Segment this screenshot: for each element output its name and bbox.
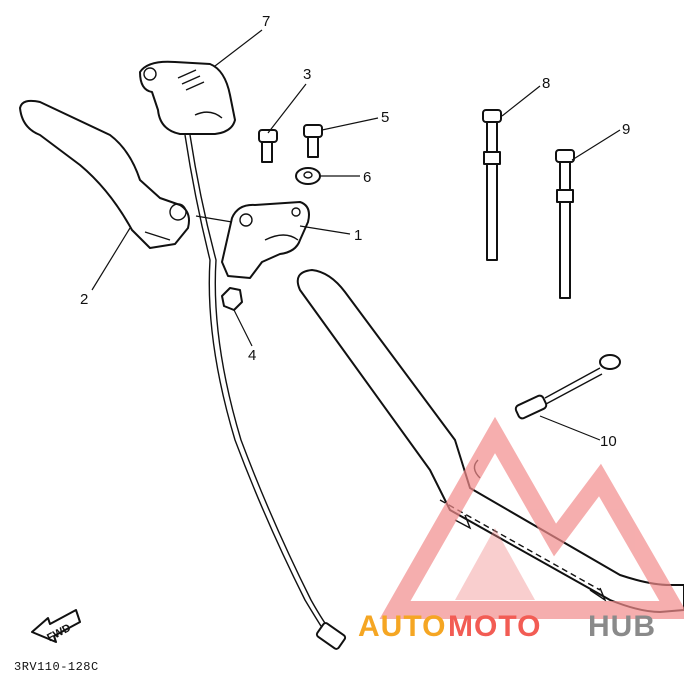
fwd-arrow-icon: FWD: [31, 609, 81, 644]
clutch-switch-10: [514, 354, 621, 420]
watermark-logo: [379, 416, 684, 619]
lever-holder-1: [221, 201, 310, 279]
lever-2: [19, 99, 190, 249]
callout-1: 1: [354, 227, 362, 244]
clutch-cable: [184, 134, 347, 650]
callout-7: 7: [262, 13, 270, 30]
switch-assembly-7: [139, 60, 236, 135]
callout-2: 2: [80, 291, 88, 308]
callout-4: 4: [248, 347, 256, 364]
watermark-hub: HUB: [588, 610, 656, 643]
nut-4: [221, 287, 243, 311]
watermark-text: AUTO MOTO HUB: [358, 610, 656, 643]
cable-tie-9: [555, 149, 575, 299]
bolt-5: [303, 124, 323, 158]
callout-8: 8: [542, 75, 550, 92]
cable-tie-8: [482, 109, 502, 261]
watermark-moto: MOTO: [448, 610, 541, 643]
bolt-3: [258, 129, 278, 163]
leader-lines: [91, 29, 621, 441]
callout-6: 6: [363, 169, 371, 186]
reference-code: 3RV110-128C: [14, 660, 99, 674]
callout-3: 3: [303, 66, 311, 83]
callout-5: 5: [381, 109, 389, 126]
callout-9: 9: [622, 121, 630, 138]
washer-6: [295, 167, 321, 185]
watermark-auto: AUTO: [358, 610, 446, 643]
callout-10: 10: [600, 433, 617, 450]
